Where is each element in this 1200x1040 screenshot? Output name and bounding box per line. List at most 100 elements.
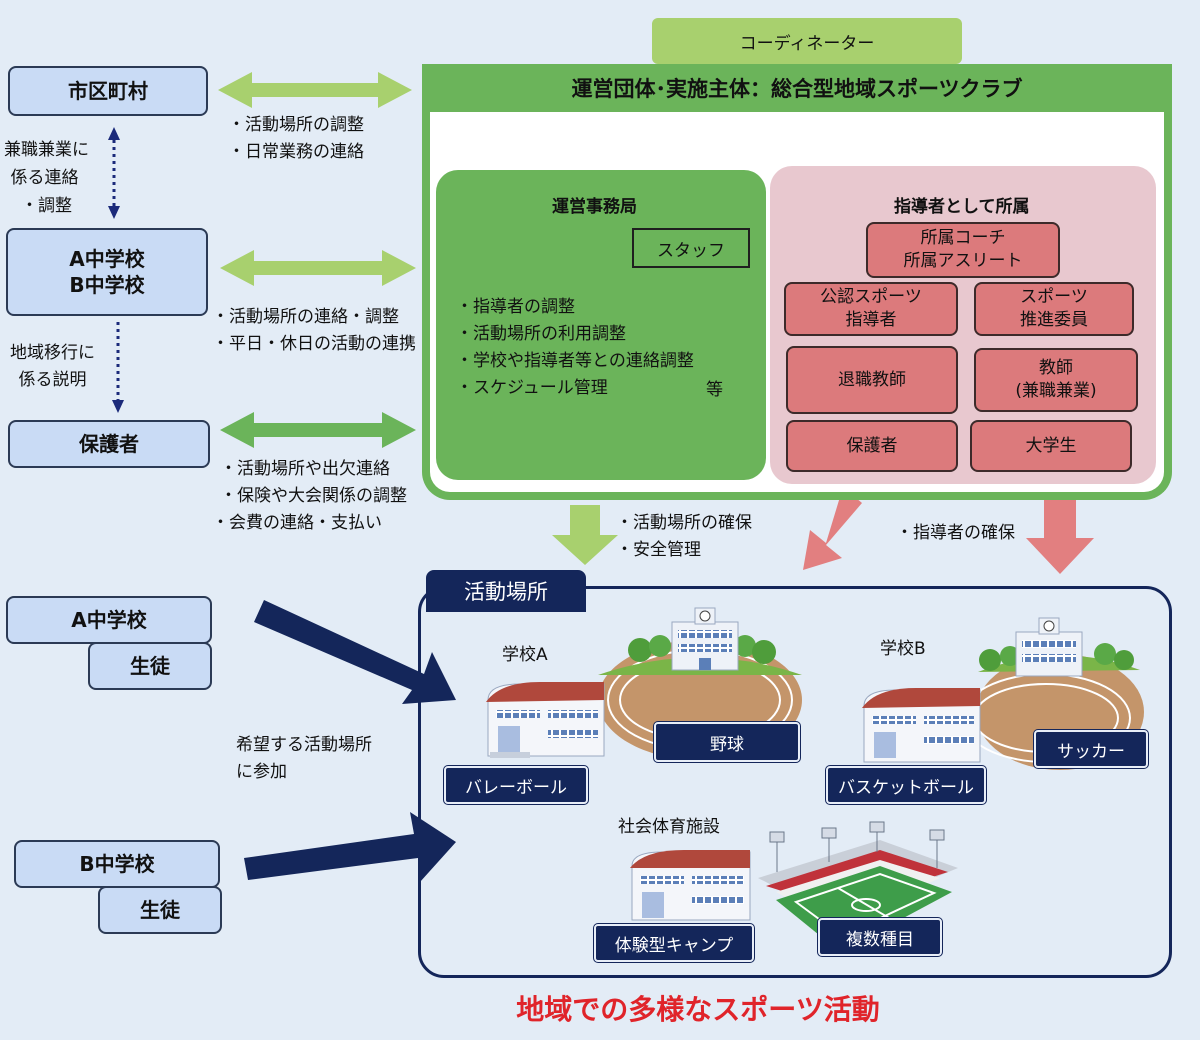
tag-basketball: バスケットボール xyxy=(826,766,986,804)
teacher-label: 教師 xyxy=(1039,358,1073,378)
double-arrow-schools xyxy=(220,250,416,286)
office-etc: 等 xyxy=(706,380,723,400)
club-title: 運営団体･実施主体：総合型地域スポーツクラブ xyxy=(571,77,1023,101)
office-task-3: ・学校や指導者等との連絡調整 xyxy=(456,351,694,371)
certified-instructor-box: 公認スポーツ 指導者 xyxy=(784,282,958,336)
tag-soccer: サッカー xyxy=(1034,730,1148,768)
facility-illustration xyxy=(630,821,958,952)
office-tasks: ・指導者の調整 ・活動場所の利用調整 ・学校や指導者等との連絡調整 ・スケジュー… xyxy=(456,294,694,402)
note-concurrent: 兼職兼業に 係る連絡 ・調整 xyxy=(4,136,89,220)
link-guardians-2: ・保険や大会関係の調整 xyxy=(220,486,407,506)
note-transition-2: 係る説明 xyxy=(18,370,87,390)
retired-teacher-label: 退職教師 xyxy=(838,369,906,390)
school-a-illustration xyxy=(486,607,802,760)
pink-diagonal-arrow xyxy=(803,487,862,570)
promoter-label-2: 推進委員 xyxy=(1020,310,1088,330)
venue-title: 活動場所 xyxy=(464,580,548,604)
link-guardians-3: ・会費の連絡・支払い xyxy=(212,513,382,533)
school-a-label-venue: 学校A xyxy=(502,645,548,665)
dotted-arrow-municipality-schools xyxy=(108,127,120,219)
flow-venue-2: ・安全管理 xyxy=(616,540,701,560)
retired-teacher-box: 退職教師 xyxy=(786,346,958,414)
students-a-student-label: 生徒 xyxy=(130,654,170,678)
tag-camp: 体験型キャンプ xyxy=(594,924,754,962)
students-b-student-label: 生徒 xyxy=(140,898,180,922)
venue-title-tab: 活動場所 xyxy=(426,570,586,612)
footer-title: 地域での多様なスポーツ活動 xyxy=(516,993,880,1026)
university-student-box: 大学生 xyxy=(970,420,1132,472)
university-student-label: 大学生 xyxy=(1025,435,1077,456)
instructors-title: 指導者として所属 xyxy=(894,197,1030,217)
tag-volleyball: バレーボール xyxy=(444,766,588,804)
note-concurrent-2: 係る連絡 xyxy=(10,168,79,188)
schools-ab-box: A中学校 B中学校 xyxy=(6,228,208,316)
certified-label-1: 公認スポーツ xyxy=(820,287,922,307)
tag-multi-sport: 複数種目 xyxy=(818,918,942,956)
double-arrow-guardians xyxy=(220,412,416,448)
flow-venue-1: ・活動場所の確保 xyxy=(616,513,752,533)
guardians-box: 保護者 xyxy=(8,420,210,468)
school-a-label: A中学校 xyxy=(69,247,145,271)
municipality-box: 市区町村 xyxy=(8,66,208,116)
coordinator-label: コーディネーター xyxy=(739,33,875,54)
links-municipality: ・活動場所の調整 ・日常業務の連絡 xyxy=(228,112,364,166)
guardians-label: 保護者 xyxy=(79,432,139,456)
tag-soccer-label: サッカー xyxy=(1057,741,1125,762)
students-b-student-box: 生徒 xyxy=(98,886,222,934)
school-b-label-venue: 学校B xyxy=(880,639,926,659)
links-schools: ・活動場所の連絡・調整 ・平日・休日の活動の連携 xyxy=(212,304,416,358)
venue-frame xyxy=(418,586,1172,978)
flow-note-instructor: ・指導者の確保 xyxy=(896,523,1015,543)
students-school-b-label: B中学校 xyxy=(79,852,155,876)
green-down-arrow xyxy=(552,505,618,565)
school-b-label: B中学校 xyxy=(69,273,145,297)
note-transition: 地域移行に 係る説明 xyxy=(10,340,95,394)
coach-label: 所属コーチ xyxy=(920,228,1006,248)
staff-box: スタッフ xyxy=(632,228,750,268)
guardian-instructor-label: 保護者 xyxy=(846,435,898,456)
students-note: 希望する活動場所 に参加 xyxy=(236,732,372,786)
coach-athlete-box: 所属コーチ 所属アスリート xyxy=(866,222,1060,278)
teacher-concurrent-box: 教師 (兼職兼業) xyxy=(974,348,1138,412)
dotted-arrow-schools-guardians xyxy=(112,322,124,413)
guardian-instructor-box: 保護者 xyxy=(786,420,958,472)
office-title: 運営事務局 xyxy=(552,197,637,217)
note-transition-1: 地域移行に xyxy=(10,343,95,363)
double-arrow-municipality xyxy=(218,72,412,108)
athlete-label: 所属アスリート xyxy=(903,251,1023,271)
office-task-1: ・指導者の調整 xyxy=(456,297,575,317)
facility-label: 社会体育施設 xyxy=(618,817,720,837)
students-a-student-box: 生徒 xyxy=(88,642,212,690)
office-task-2: ・活動場所の利用調整 xyxy=(456,324,626,344)
promoter-label-1: スポーツ xyxy=(1020,287,1088,307)
tag-camp-label: 体験型キャンプ xyxy=(614,935,734,956)
teacher-concurrent-label: (兼職兼業) xyxy=(1015,381,1097,401)
club-title-bar: 運営団体･実施主体：総合型地域スポーツクラブ xyxy=(422,64,1172,112)
certified-label-2: 指導者 xyxy=(845,310,897,330)
note-concurrent-3: ・調整 xyxy=(21,196,72,216)
students-school-a-box: A中学校 xyxy=(6,596,212,644)
pink-down-arrow xyxy=(1026,487,1094,574)
coordinator-box: コーディネーター xyxy=(652,18,962,64)
flow-note-venue: ・活動場所の確保 ・安全管理 xyxy=(616,510,752,564)
students-school-b-box: B中学校 xyxy=(14,840,220,888)
tag-baseball-label: 野球 xyxy=(710,734,744,755)
office-task-4: ・スケジュール管理 xyxy=(456,378,608,398)
note-concurrent-1: 兼職兼業に xyxy=(4,140,89,160)
students-note-2: に参加 xyxy=(236,762,287,782)
link-schools-1: ・活動場所の連絡・調整 xyxy=(212,307,399,327)
links-guardians: ・活動場所や出欠連絡 ・保険や大会関係の調整 ・会費の連絡・支払い xyxy=(212,456,407,537)
tag-basketball-label: バスケットボール xyxy=(838,777,974,798)
staff-label: スタッフ xyxy=(657,240,725,261)
link-municipality-2: ・日常業務の連絡 xyxy=(228,142,364,162)
students-school-a-label: A中学校 xyxy=(71,608,147,632)
tag-multi-sport-label: 複数種目 xyxy=(846,929,914,950)
link-schools-2: ・平日・休日の活動の連携 xyxy=(212,334,416,354)
students-note-1: 希望する活動場所 xyxy=(236,735,372,755)
tag-volleyball-label: バレーボール xyxy=(465,777,567,798)
office-panel xyxy=(436,170,766,480)
tag-baseball: 野球 xyxy=(654,722,800,762)
link-municipality-1: ・活動場所の調整 xyxy=(228,115,364,135)
navy-arrow-b xyxy=(244,812,456,882)
